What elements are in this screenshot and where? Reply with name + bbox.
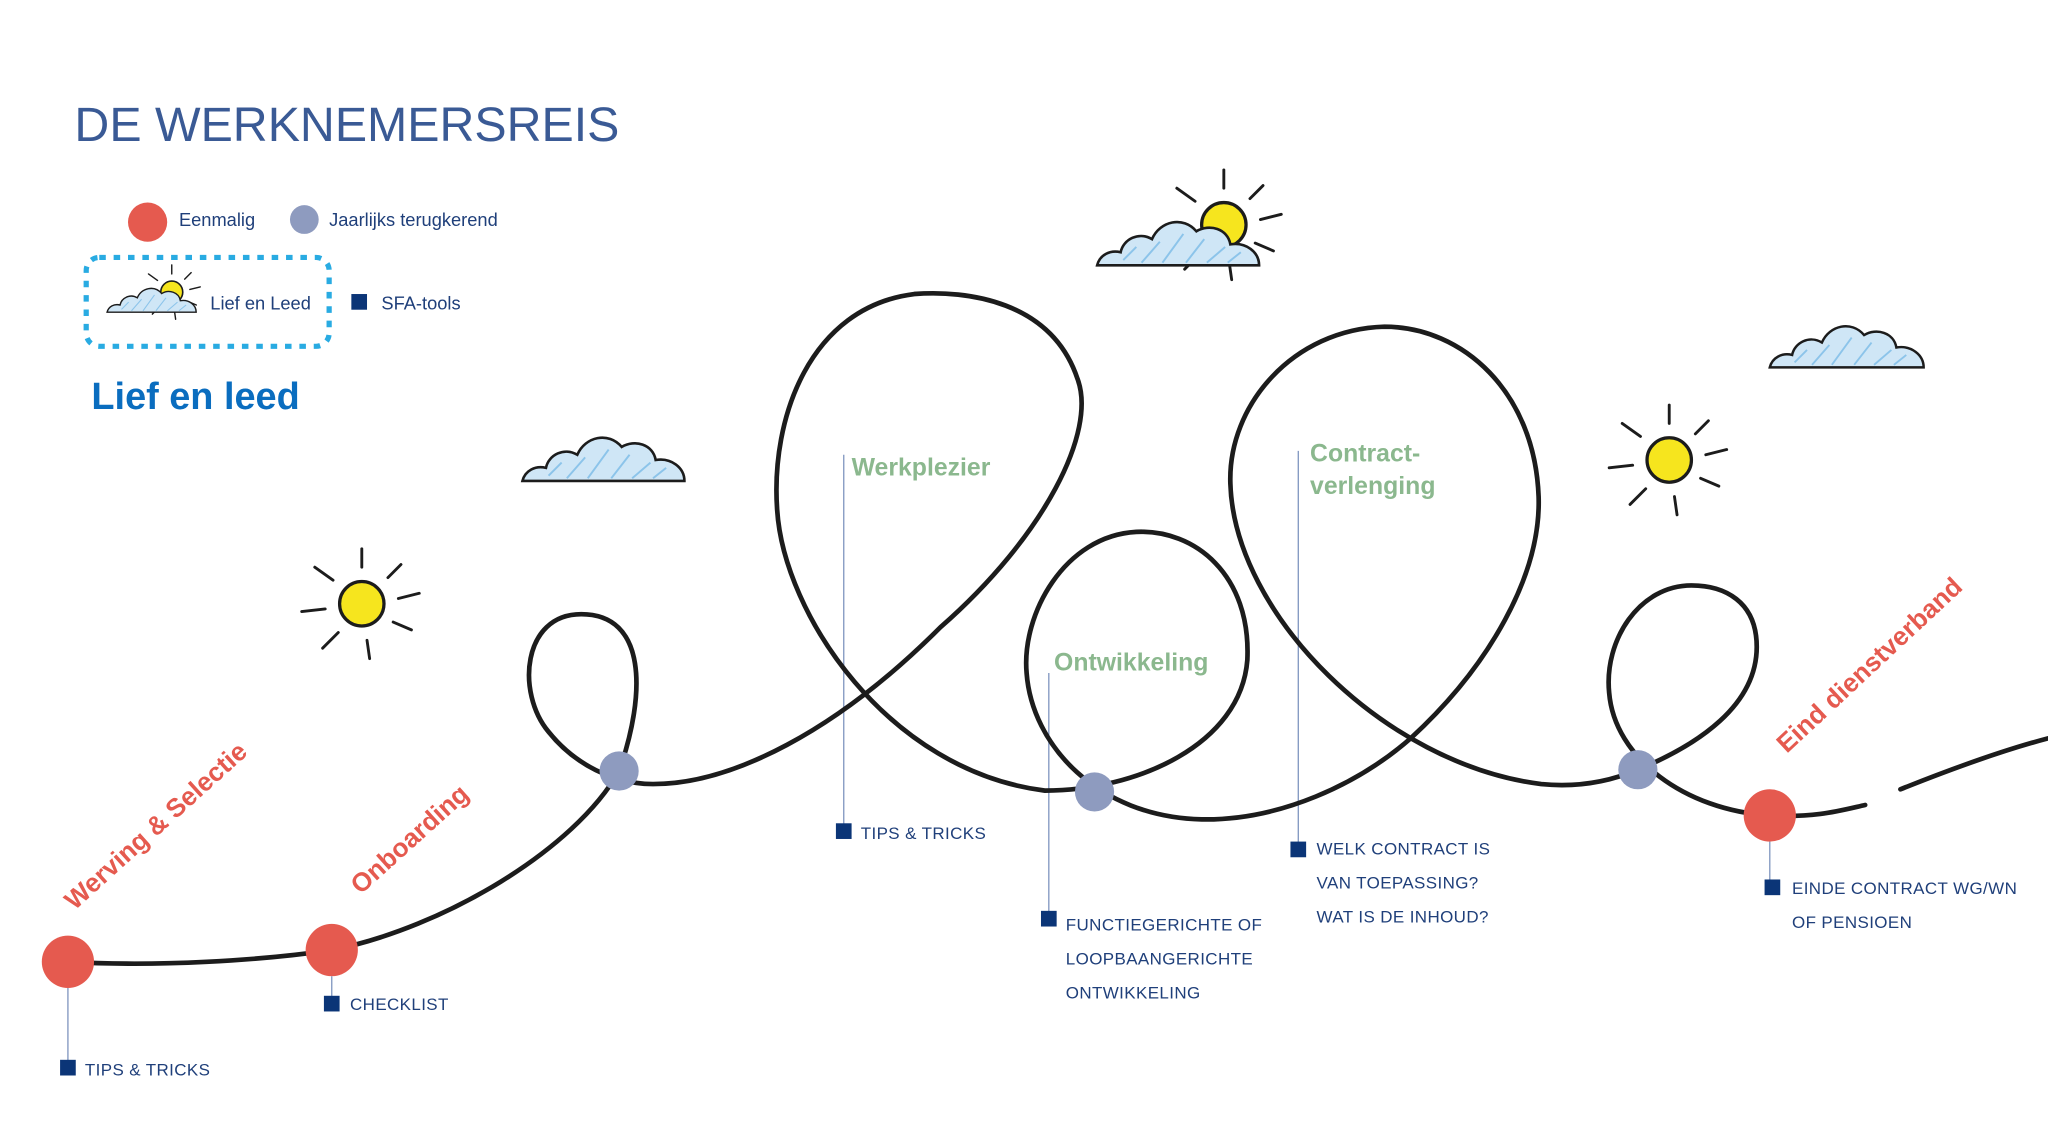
tool-square-icon: [60, 1059, 76, 1076]
tool-link[interactable]: TIPS & TRICKS: [85, 1060, 210, 1079]
cloud-icon: [1768, 325, 1925, 369]
stage-label-werving: Werving & Selectie: [58, 736, 252, 915]
milestone-ontwikkeling[interactable]: [1074, 772, 1115, 812]
stage-label-ontwikkeling: Ontwikkeling: [1054, 649, 1208, 676]
sun-icon: [1607, 403, 1729, 517]
tool-link[interactable]: OF PENSIOEN: [1792, 913, 1912, 932]
milestone-yearly-3[interactable]: [1618, 750, 1658, 790]
stage-label-contract-2: verlenging: [1310, 473, 1435, 500]
legend-lief-leed-label: Lief en Leed: [210, 293, 311, 314]
stage-label-eind: Eind dienstverband: [1770, 571, 1968, 758]
tool-link[interactable]: ONTWIKKELING: [1066, 983, 1201, 1002]
tool-link[interactable]: TIPS & TRICKS: [861, 824, 986, 843]
milestone-onboarding[interactable]: [305, 923, 358, 977]
tool-square-icon: [835, 823, 852, 839]
cloud-sun-icon: [106, 264, 202, 321]
milestone-eind[interactable]: [1743, 789, 1796, 842]
legend-yearly-dot: [289, 205, 319, 234]
tool-link[interactable]: LOOPBAANGERICHTE: [1066, 949, 1253, 968]
tool-link[interactable]: VAN TOEPASSING?: [1317, 874, 1479, 893]
milestone-werving[interactable]: [41, 935, 95, 988]
legend-once-dot: [128, 202, 168, 242]
journey-path-continuation: [1898, 735, 2048, 792]
legend-once-label: Eenmalig: [179, 209, 255, 230]
tool-link[interactable]: WAT IS DE INHOUD?: [1317, 908, 1489, 927]
tool-square-icon: [1290, 841, 1307, 858]
tool-link[interactable]: FUNCTIEGERICHTE OF: [1066, 915, 1262, 934]
page-title: DE WERKNEMERSREIS: [74, 98, 619, 152]
tool-square-icon: [323, 995, 340, 1012]
milestone-yearly-1[interactable]: [599, 751, 639, 791]
legend-tools-square-icon: [351, 294, 368, 310]
tool-link[interactable]: CHECKLIST: [350, 995, 449, 1014]
tool-square-icon: [1040, 910, 1057, 927]
tool-square-icon: [1764, 879, 1781, 896]
stage-label-onboarding: Onboarding: [344, 778, 474, 899]
stage-label-werkplezier: Werkplezier: [852, 455, 991, 482]
legend-yearly-label: Jaarlijks terugkerend: [329, 209, 498, 230]
journey-path: [65, 291, 1868, 966]
cloud-icon: [521, 436, 686, 483]
section-heading: Lief en leed: [91, 376, 299, 418]
tool-link[interactable]: EINDE CONTRACT WG/WN: [1792, 879, 2017, 898]
sun-icon: [300, 547, 421, 661]
stage-label-contract-1: Contract-: [1310, 440, 1420, 467]
legend-tools-label: SFA-tools: [381, 293, 460, 314]
tool-link[interactable]: WELK CONTRACT IS: [1317, 840, 1491, 859]
